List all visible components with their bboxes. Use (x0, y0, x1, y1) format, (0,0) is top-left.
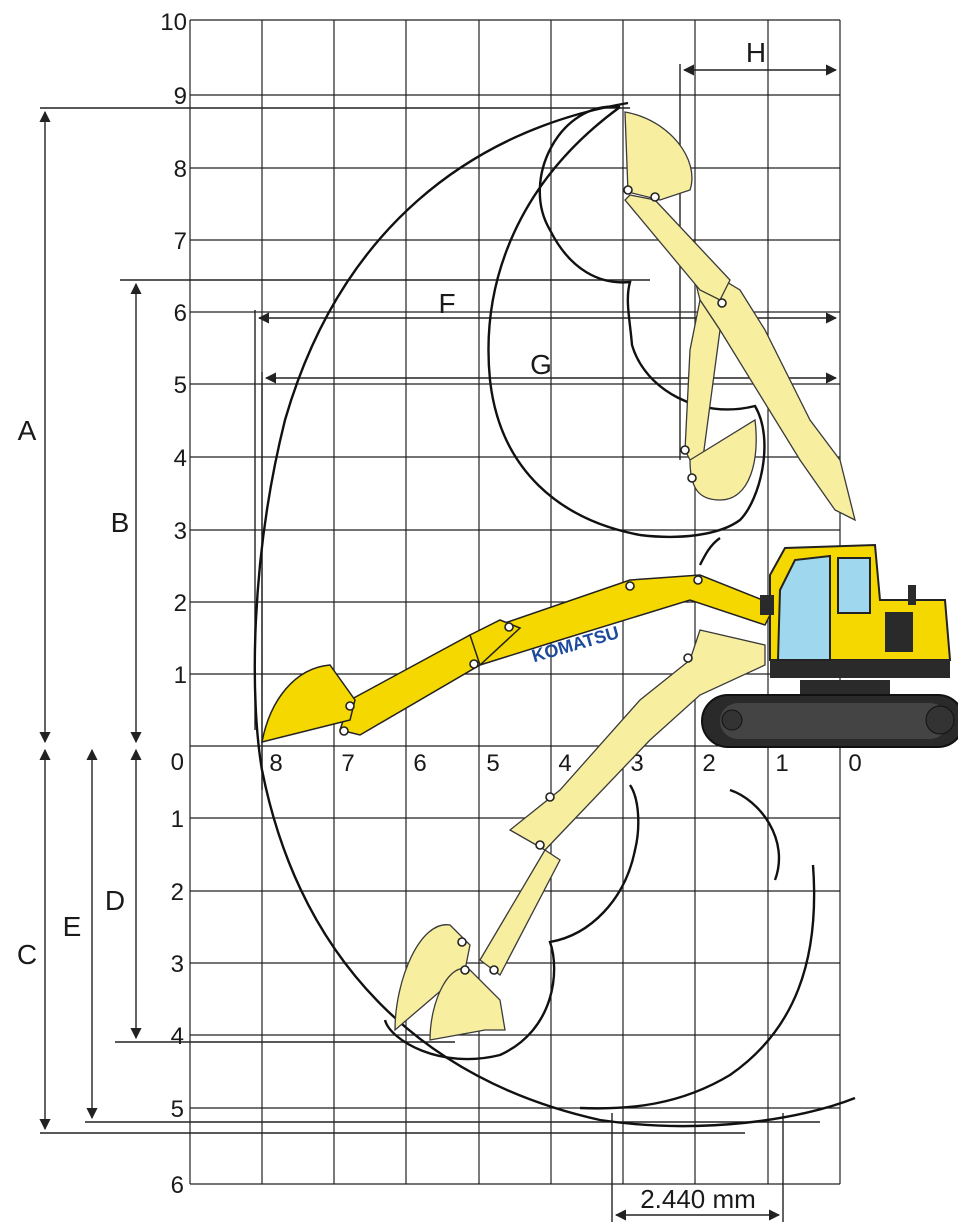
y-tick-label: 9 (174, 83, 187, 110)
x-tick-label: 2 (702, 750, 715, 777)
y-tick-label: 2 (171, 879, 184, 906)
x-tick-label: 4 (558, 750, 571, 777)
x-tick-label: 5 (486, 750, 499, 777)
track-width-label: 2.440 mm (640, 1184, 756, 1214)
y-tick-label: 8 (174, 156, 187, 183)
y-tick-label: 4 (171, 1023, 184, 1050)
y-tick-label: 2 (174, 590, 187, 617)
y-tick-label: 5 (171, 1096, 184, 1123)
ghost-arm-lower (394, 629, 766, 1041)
y-tick-label: 7 (174, 228, 187, 255)
y-tick-label: 6 (171, 1172, 184, 1199)
y-tick-label: 5 (174, 372, 187, 399)
dim-label-a: A (18, 415, 37, 446)
x-tick-label: 0 (848, 750, 861, 777)
y-tick-label: 4 (174, 445, 187, 472)
y-tick-label: 6 (174, 300, 187, 327)
y-tick-labels: 10 9 8 7 6 5 4 3 2 1 0 1 2 3 4 5 6 (160, 9, 187, 1199)
x-tick-label: 6 (413, 750, 426, 777)
y-tick-label: 3 (174, 518, 187, 545)
x-tick-label: 7 (341, 750, 354, 777)
dim-label-g: G (530, 349, 552, 380)
dim-label-c: C (17, 939, 37, 970)
y-tick-label: 3 (171, 951, 184, 978)
dim-label-e: E (63, 911, 82, 942)
excavator-body (701, 543, 958, 748)
dim-label-f: F (438, 288, 455, 319)
dim-label-d: D (105, 885, 125, 916)
dim-label-h: H (746, 37, 766, 68)
dim-label-b: B (111, 507, 130, 538)
x-tick-label: 8 (269, 750, 282, 777)
x-tick-labels: 8 7 6 5 4 3 2 1 0 (269, 750, 861, 777)
dimension-lines (39, 64, 838, 1222)
y-tick-label-zero: 0 (171, 749, 184, 776)
working-range-envelopes (253, 101, 856, 1128)
y-tick-label: 1 (174, 662, 187, 689)
grid (189, 19, 841, 1185)
y-tick-label: 10 (160, 9, 187, 36)
y-tick-label: 1 (171, 806, 184, 833)
dimension-letters: A B C E D F G H (17, 37, 766, 970)
ghost-arm-upper (623, 111, 856, 522)
x-tick-label: 1 (775, 750, 788, 777)
